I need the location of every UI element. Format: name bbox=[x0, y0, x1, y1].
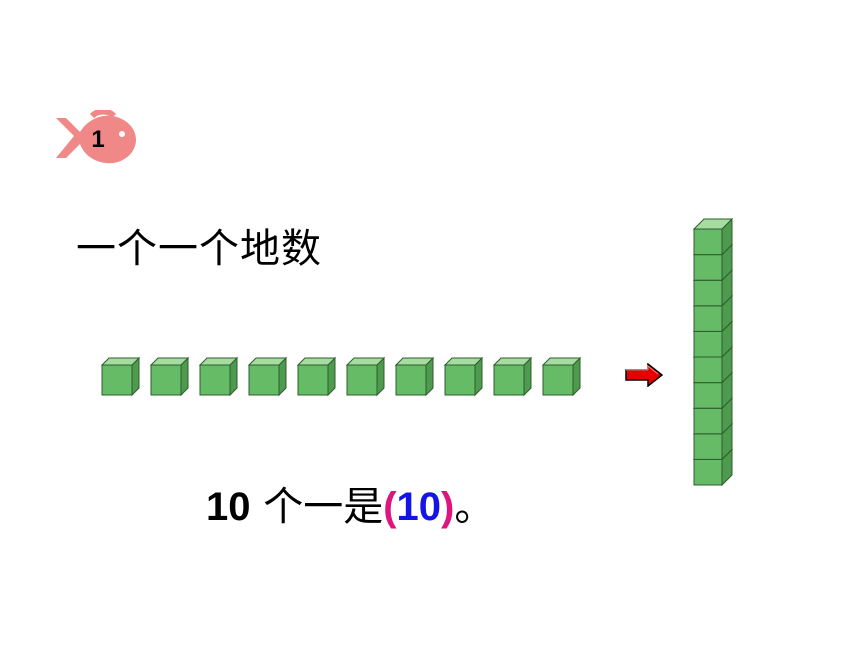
unit-cube bbox=[345, 357, 386, 397]
unit-cube bbox=[492, 357, 533, 397]
heading-text: 一个一个地数 bbox=[76, 226, 322, 272]
tower-cube bbox=[692, 371, 734, 410]
fish-icon bbox=[56, 110, 136, 164]
close-paren: ) bbox=[441, 485, 455, 529]
example-number: 1 bbox=[91, 126, 105, 153]
unit-cube bbox=[198, 357, 239, 397]
count-number: 10 bbox=[206, 485, 251, 529]
unit-cube bbox=[443, 357, 484, 397]
answer-sentence: 10 个一是(10)。 bbox=[206, 474, 494, 532]
unit-cube bbox=[247, 357, 288, 397]
unit-cube bbox=[296, 357, 337, 397]
sentence-text: 个一是 bbox=[250, 484, 384, 530]
sentence-end: 。 bbox=[454, 484, 495, 530]
answer-value: 10 bbox=[396, 485, 442, 529]
single-cubes-row bbox=[100, 357, 582, 397]
unit-cube bbox=[100, 357, 141, 397]
unit-cube bbox=[541, 357, 582, 397]
open-paren: ( bbox=[383, 485, 397, 529]
unit-cube bbox=[394, 357, 435, 397]
tower-cube bbox=[692, 218, 734, 256]
ten-cube-tower bbox=[692, 218, 734, 487]
unit-cube bbox=[149, 357, 190, 397]
right-arrow-icon bbox=[625, 363, 664, 387]
